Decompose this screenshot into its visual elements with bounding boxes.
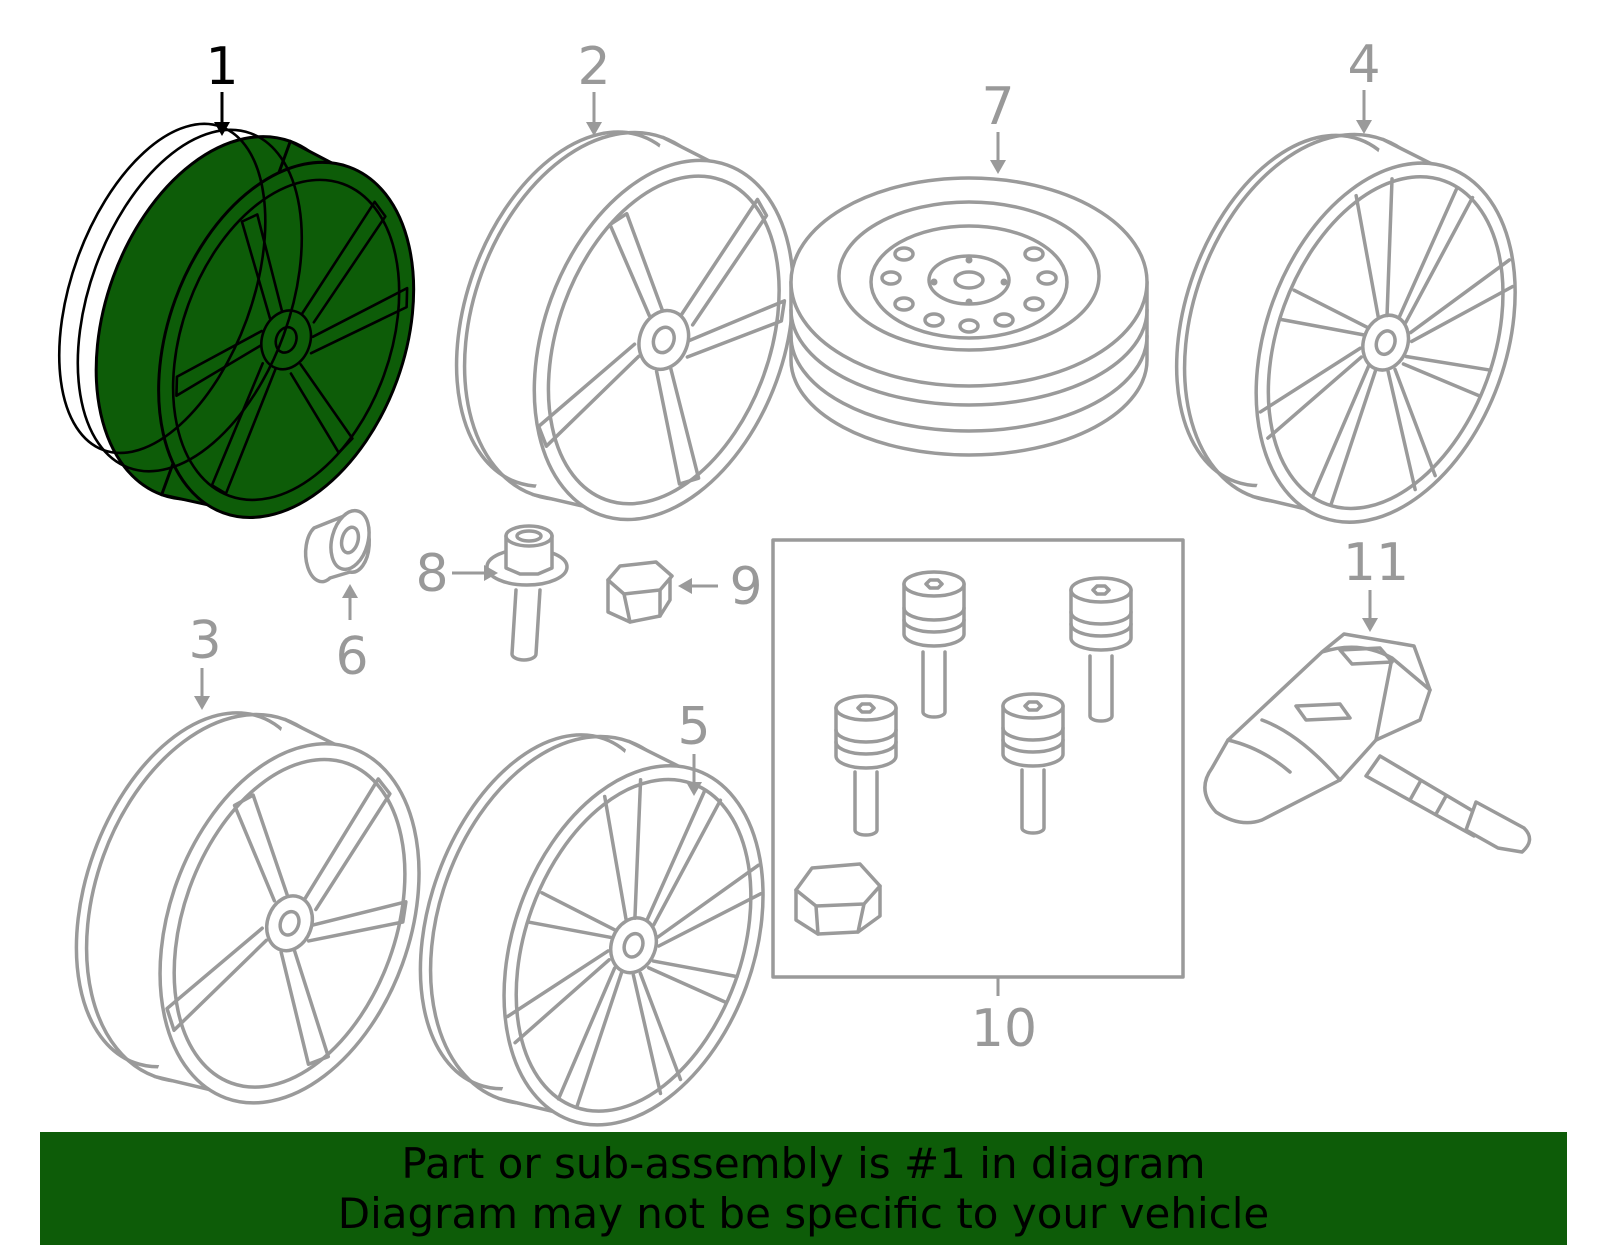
part-8-shank: [510, 588, 542, 662]
part-5-wheel[interactable]: [373, 696, 811, 1165]
part-5-face: [502, 764, 765, 1127]
part-11-window: [1294, 702, 1352, 722]
callout-8[interactable]: 8: [415, 544, 448, 604]
part-11-stem-rings: [1408, 780, 1448, 816]
part-5-spokes: [505, 777, 763, 1110]
part-11-body-edges: [1226, 718, 1342, 782]
part-3-center-bore: [278, 909, 301, 937]
part-4-spokes: [1258, 177, 1515, 506]
banner-line-1: Part or sub-assembly is #1 in diagram: [401, 1139, 1206, 1188]
part-6-cap[interactable]: [303, 506, 376, 584]
callout-4[interactable]: 4: [1347, 35, 1380, 95]
part-10-lock-adapter: [794, 862, 882, 936]
part-2-face: [532, 158, 795, 522]
part-4-center-bore: [1374, 329, 1397, 357]
part-6-hole: [339, 525, 361, 555]
part-3-spokes: [165, 777, 408, 1067]
part-10-lock-bolt-kit[interactable]: [771, 538, 1185, 979]
callout-9[interactable]: 9: [729, 557, 762, 617]
part-7-center-bore: [953, 270, 985, 290]
part-7-tread-2: [789, 334, 1149, 433]
part-1-wheel[interactable]: [11, 87, 461, 557]
part-7-wheel-rim: [837, 200, 1101, 352]
part-10-lock-bolt-2: [1069, 576, 1133, 723]
part-7-lug-holes: [930, 256, 1008, 306]
part-8-wheel-bolt[interactable]: [485, 524, 569, 662]
part-11-label-plate: [1338, 646, 1394, 666]
part-9-top: [606, 560, 674, 596]
part-1-rim-groove-2: [76, 128, 304, 473]
part-1-hit-area[interactable]: [120, 130, 350, 510]
callout-6[interactable]: 6: [335, 627, 368, 687]
part-3-face-inner: [172, 757, 407, 1089]
part-10-lock-bolt-1: [902, 570, 966, 719]
part-9-edges: [622, 588, 662, 624]
part-11-valve-cap: [1464, 800, 1532, 854]
callout-11[interactable]: 11: [1343, 533, 1409, 593]
part-4-face-inner: [1266, 175, 1505, 511]
callout-3[interactable]: 3: [188, 611, 221, 671]
callout-5[interactable]: 5: [677, 697, 710, 757]
part-10-lock-bolt-4: [1001, 692, 1065, 835]
callout-2[interactable]: 2: [577, 37, 610, 97]
part-8-head-recess: [515, 529, 543, 543]
part-10-box: [771, 538, 1185, 979]
part-1-face-inner: [171, 178, 401, 502]
part-10-lock-bolt-3: [834, 694, 898, 837]
part-7-tread-1: [789, 308, 1149, 407]
part-7-tire-top: [789, 176, 1149, 388]
part-2-wheel[interactable]: [409, 92, 842, 559]
part-2-hub: [637, 308, 691, 372]
info-banner: Part or sub-assembly is #1 in diagram Di…: [40, 1132, 1567, 1245]
banner-line-2: Diagram may not be specific to your vehi…: [337, 1189, 1270, 1238]
part-3-hub: [265, 894, 315, 953]
part-1-center-bore: [274, 325, 298, 354]
part-5-center-bore: [622, 931, 645, 959]
part-7-vent-holes: [880, 246, 1058, 334]
part-11-body: [1203, 632, 1432, 825]
callout-7[interactable]: 7: [981, 77, 1014, 137]
part-2-center-bore: [651, 325, 676, 355]
part-6-face: [329, 508, 371, 572]
part-2-spokes: [536, 197, 787, 486]
callout-1[interactable]: 1: [205, 37, 238, 97]
part-9-bolt-cap[interactable]: [606, 560, 674, 624]
callout-10[interactable]: 10: [971, 999, 1037, 1059]
part-11-tpms-sensor[interactable]: [1203, 632, 1532, 854]
callout-arrows: [194, 90, 1378, 996]
part-3-wheel[interactable]: [29, 674, 467, 1143]
part-4-wheel[interactable]: [1129, 94, 1563, 562]
part-8-head-top: [504, 524, 554, 548]
part-3-face: [158, 742, 421, 1105]
part-7-spare-tire[interactable]: [789, 176, 1149, 457]
part-2-face-inner: [546, 174, 781, 506]
part-1-spokes: [175, 200, 409, 495]
part-1-wheel-face: [157, 160, 416, 519]
part-7-wheel-inner: [869, 224, 1069, 340]
